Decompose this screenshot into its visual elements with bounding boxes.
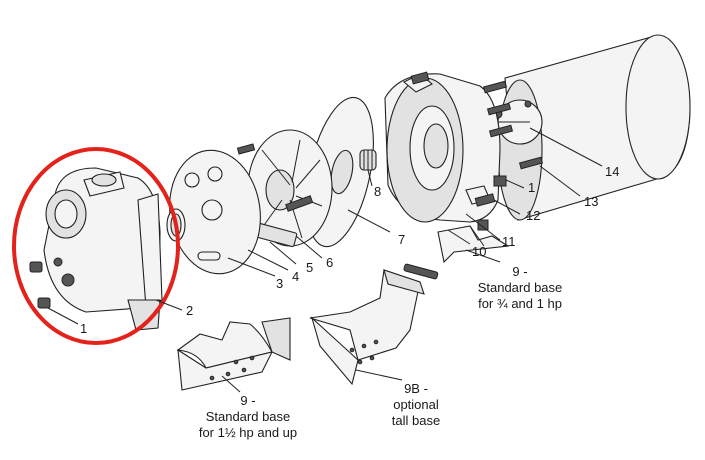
impeller [236, 129, 333, 248]
drain-plug-lower [37, 297, 51, 309]
callout-2: 2 [186, 303, 193, 318]
svg-text:tall base: tall base [392, 413, 440, 428]
motor-end-cap [625, 34, 691, 180]
shaft-seal [359, 149, 377, 171]
bracket-bolts [410, 71, 544, 231]
callout-5: 5 [306, 260, 313, 275]
base-tall-label: 9B - optional tall base [392, 381, 440, 428]
svg-text:Standard base: Standard base [478, 280, 563, 295]
callout-6: 6 [326, 255, 333, 270]
svg-text:for 1½ hp and up: for 1½ hp and up [199, 425, 297, 440]
callout-10: 10 [472, 244, 486, 259]
pump-body [29, 167, 163, 331]
svg-text:9B -: 9B - [404, 381, 428, 396]
base-foot-pad [403, 263, 439, 280]
callout-8: 8 [374, 184, 381, 199]
callout-12: 12 [526, 208, 540, 223]
motor-bracket [384, 73, 501, 223]
callout-4: 4 [292, 269, 299, 284]
base-tall [309, 269, 425, 386]
base-standard-label: 9 - Standard base for 1½ hp and up [199, 393, 297, 440]
base-standard [176, 317, 291, 391]
svg-text:optional: optional [393, 397, 439, 412]
callout-14: 14 [605, 164, 619, 179]
callout-1-bracket: 1 [528, 180, 535, 195]
callout-1-body: 1 [80, 321, 87, 336]
highlight-circle [12, 147, 180, 345]
svg-text:for ¾ and 1 hp: for ¾ and 1 hp [478, 296, 562, 311]
svg-text:9 -: 9 - [512, 264, 527, 279]
drain-plug [29, 261, 43, 273]
base-small-label: 9 - Standard base for ¾ and 1 hp [478, 264, 563, 311]
leader-lines [47, 127, 603, 393]
motor [490, 34, 691, 221]
callouts: 1 2 3 4 5 6 7 8 10 11 12 1 13 14 [80, 164, 619, 336]
svg-text:9 -: 9 - [240, 393, 255, 408]
callout-13: 13 [584, 194, 598, 209]
callout-7: 7 [398, 232, 405, 247]
svg-text:Standard base: Standard base [206, 409, 291, 424]
callout-3: 3 [276, 276, 283, 291]
callout-11: 11 [502, 234, 516, 249]
